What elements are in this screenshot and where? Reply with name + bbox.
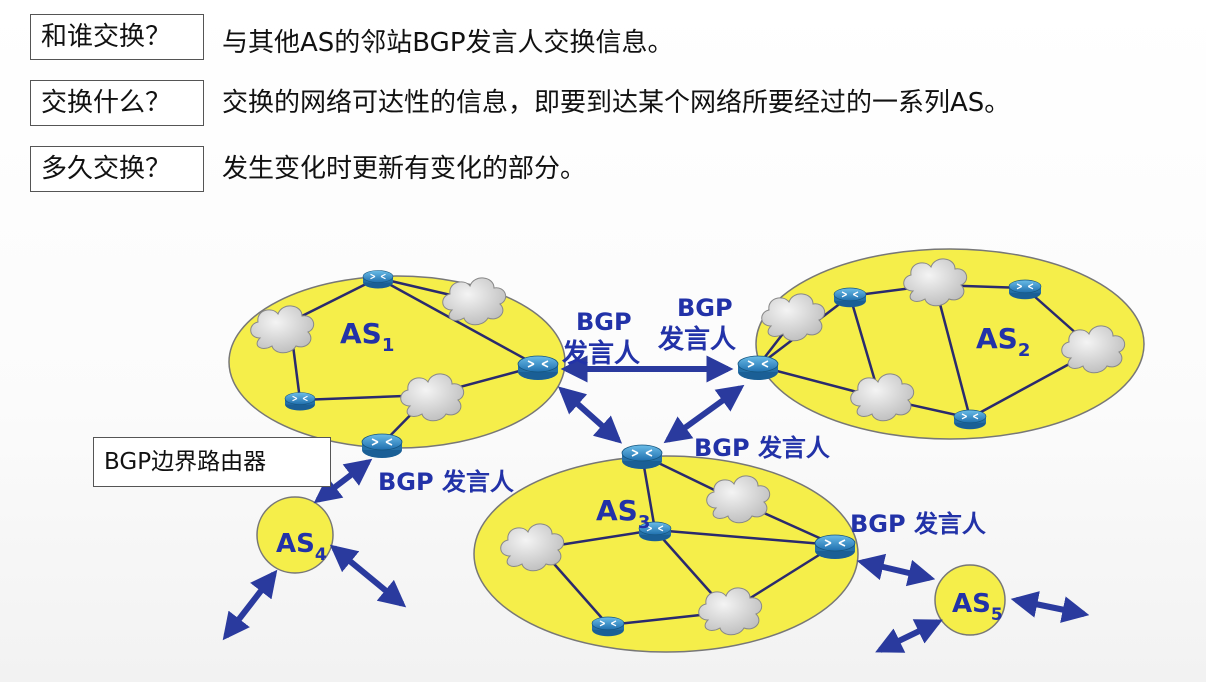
question-box-who: 和谁交换？ [30,14,204,60]
as4-label: AS4 [276,529,327,565]
bgp-border-router-label: BGP边界路由器 [93,437,331,487]
bgp-speaker-as3-router-icon [621,444,663,470]
bgp-speaker-as1-label-bottom: 发言人 [561,338,640,369]
bgp-speaker-as1-lower-label: BGP 发言人 [378,468,514,496]
bgp-arrows [222,355,1090,653]
question-box-when: 多久交换？ [30,146,204,192]
as3-label: AS3 [596,494,650,533]
answer-when: 发生变化时更新有变化的部分。 [222,154,587,184]
router-icon [953,409,987,430]
bgp-speaker-as2-router-icon [737,355,779,381]
router-icon [284,391,316,412]
as2-label: AS2 [976,322,1030,361]
router-icon [362,269,394,290]
bgp-speaker-as1-label-top: BGP [576,308,632,336]
as1-ellipse [228,275,566,449]
router-icon [1008,279,1042,300]
bgp-speaker-as3-label: BGP 发言人 [694,434,830,462]
as4-circle [256,496,334,574]
bgp-speaker-as1-router-icon [517,355,559,381]
bgp-speaker-as3-right-label: BGP 发言人 [850,510,986,538]
as5-label: AS5 [952,589,1003,625]
router-icon [833,287,867,308]
question-box-what: 交换什么？ [30,80,204,126]
as1-label: AS1 [340,317,394,356]
bgp-border-as1-router-icon [361,433,403,459]
router-icon [591,616,625,637]
cloud-icon [442,277,507,326]
as5-circle [934,564,1006,636]
answer-who: 与其他AS的邻站BGP发言人交换信息。 [222,28,674,58]
bgp-speaker-as2-label-bottom: 发言人 [657,324,736,355]
bgp-speaker-as3-right-router-icon [814,534,856,560]
bgp-speaker-as2-label-top: BGP [677,294,733,322]
answer-what: 交换的网络可达性的信息，即要到达某个网络所要经过的一系列AS。 [222,88,1011,118]
